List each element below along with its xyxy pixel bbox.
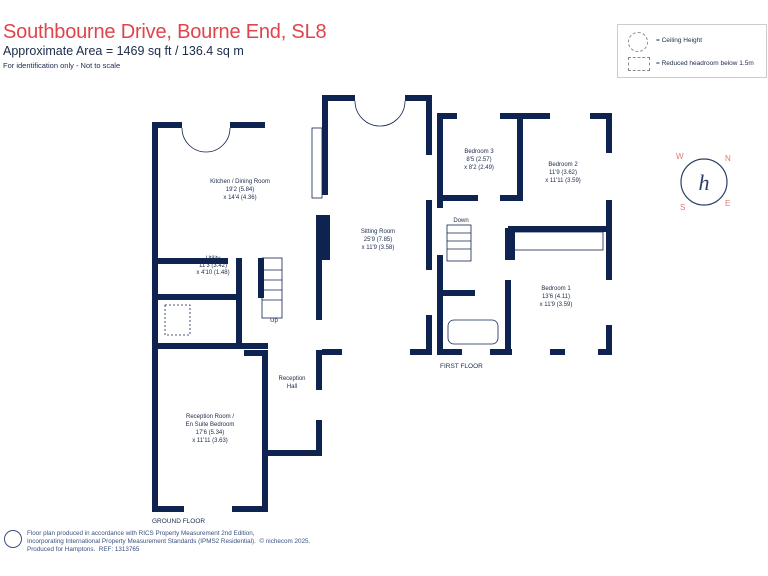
footer-line2: Incorporating International Property Mea… (27, 538, 256, 545)
reduced-headroom-icon (628, 57, 650, 71)
footer: Floor plan produced in accordance with R… (27, 530, 310, 554)
bedroom3-label: Bedroom 3 (464, 149, 494, 155)
bedroom2-label: Bedroom 2 (548, 162, 578, 168)
footer-copyright: © nichecom 2025. (259, 538, 311, 545)
reception-label2: En Suite Bedroom (186, 422, 235, 428)
ceiling-height-icon (628, 32, 648, 52)
hall-label: Reception (278, 376, 305, 382)
legend-reduced-headroom: = Reduced headroom below 1.5m (656, 60, 754, 67)
bedroom1-dim1: 13'6 (4.11) (542, 294, 570, 300)
kitchen-dim2: x 14'4 (4.36) (223, 195, 256, 201)
kitchen-label: Kitchen / Dining Room (210, 179, 270, 185)
utility-dim2: x 4'10 (1.48) (196, 270, 229, 276)
bedroom1-dim2: x 11'9 (3.59) (540, 302, 573, 308)
ground-floor-fixtures (164, 100, 406, 336)
first-floor-fixtures (446, 224, 604, 345)
footer-line1: Floor plan produced in accordance with R… (27, 530, 255, 537)
reception-label: Reception Room / (186, 414, 234, 420)
bedroom3-dim2: x 8'2 (2.49) (464, 165, 494, 171)
bedroom1-label: Bedroom 1 (541, 286, 571, 292)
footer-line3: Produced for Hamptons. (27, 546, 96, 553)
hall-label2: Hall (287, 384, 297, 390)
stairs-down-label: Down (453, 218, 468, 224)
compass-s: S (680, 203, 685, 212)
property-title: Southbourne Drive, Bourne End, SL8 (3, 21, 327, 43)
footer-ref: REF: 1313765 (98, 546, 140, 553)
kitchen-dim1: 19'2 (5.84) (226, 187, 255, 193)
approximate-area: Approximate Area = 1469 sq ft / 136.4 sq… (3, 44, 244, 58)
first-floor-walls (437, 113, 612, 355)
reception-dim1: 17'6 (5.34) (196, 430, 225, 436)
first-floor-label: FIRST FLOOR (440, 363, 483, 370)
sitting-dim1: 25'9 (7.85) (364, 237, 393, 243)
bedroom2-dim2: x 11'11 (3.59) (545, 178, 581, 184)
sitting-dim2: x 11'9 (3.58) (362, 245, 395, 251)
bedroom3-dim1: 8'5 (2.57) (466, 157, 491, 163)
sitting-label: Sitting Room (361, 229, 395, 235)
bedroom2-dim1: 11'9 (3.62) (549, 170, 577, 176)
ground-floor-label: GROUND FLOOR (152, 518, 206, 525)
utility-label: Utility (206, 256, 221, 262)
utility-dim1: 11'3 (3.42) (199, 263, 227, 269)
compass-w: W (676, 152, 684, 161)
compass-n: N (725, 154, 731, 163)
compass-logo: h N E S W (676, 152, 731, 212)
ground-floor-walls (152, 95, 432, 512)
disclaimer: For identification only - Not to scale (3, 61, 121, 70)
legend: = Ceiling Height = Reduced headroom belo… (617, 24, 767, 78)
reception-dim2: x 11'11 (3.63) (192, 438, 228, 444)
legend-ceiling-height: = Ceiling Height (656, 37, 703, 44)
person-icon (4, 530, 22, 548)
stairs-up-label: Up (270, 318, 278, 324)
logo-letter: h (699, 170, 710, 195)
compass-e: E (725, 199, 730, 208)
